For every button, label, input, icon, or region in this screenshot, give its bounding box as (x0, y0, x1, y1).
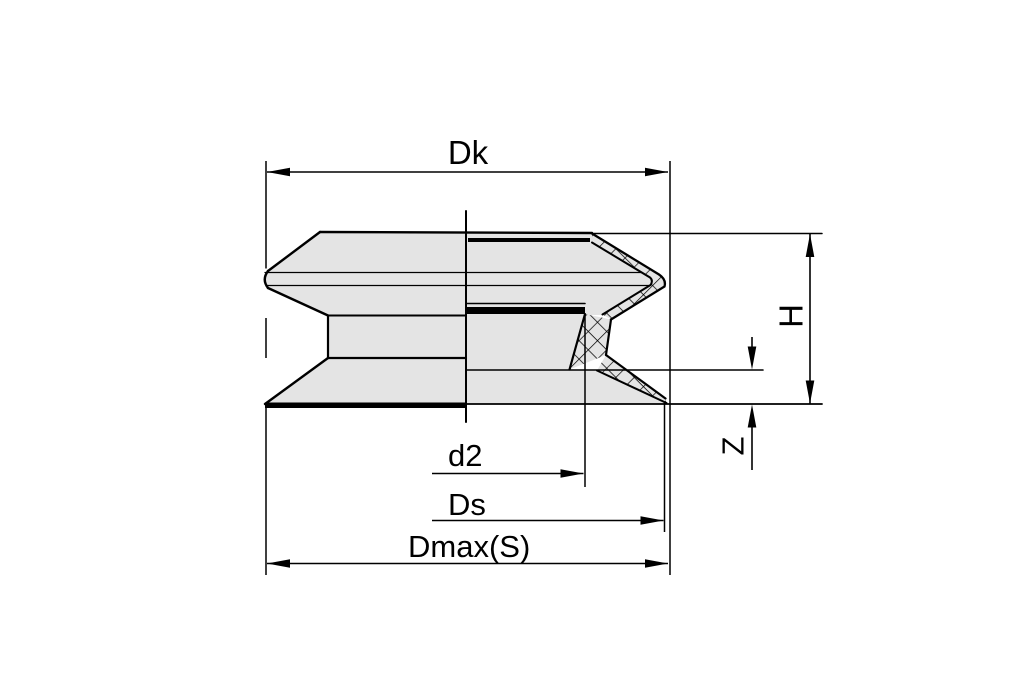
thick-bars-group (265, 238, 590, 408)
dimension-ds (432, 516, 664, 525)
label-dmax: Dmax(S) (408, 529, 530, 564)
dimension-dk (267, 167, 668, 177)
lip-hatch (597, 355, 667, 403)
part-outline-group (263, 210, 823, 423)
ds-arrow-right (640, 516, 664, 525)
rim-inner-boundary (591, 241, 653, 316)
waist-hatch (569, 314, 611, 370)
label-ds: Ds (448, 487, 486, 522)
dimensions-group (265, 161, 815, 575)
z-arrow-up (747, 404, 757, 428)
h-arrow-top (805, 234, 815, 257)
dk-arrow-right (645, 167, 668, 177)
lip-left-slant (263, 356, 330, 406)
waist-outer-wall (604, 318, 613, 357)
label-z: Z (716, 437, 751, 456)
dimension-labels-group: Dk H Z d2 Ds Dmax(S) (408, 134, 810, 564)
label-dk: Dk (448, 134, 489, 171)
dimension-dmax (267, 559, 668, 568)
lip-lower-boundary (596, 369, 668, 404)
dimension-d2 (432, 469, 584, 478)
dimension-h (805, 234, 815, 404)
label-h: H (773, 304, 810, 328)
cross-hatch-group (569, 233, 667, 403)
bottom-thick-edge (265, 402, 466, 408)
z-arrow-down (747, 346, 757, 370)
d2-arrow-right (560, 469, 584, 478)
h-arrow-bottom (805, 380, 815, 404)
top-edge (318, 230, 594, 235)
dmax-arrow-right (645, 559, 668, 568)
rim-outer-boundary (590, 232, 667, 321)
rim-hatch (592, 233, 665, 320)
part-left-half-body (264, 232, 466, 407)
left-lower-slant (266, 286, 330, 317)
part-right-upper-body (466, 233, 652, 315)
lip-upper-boundary (604, 353, 667, 400)
part-right-mid-body (466, 315, 585, 370)
dimension-z (747, 337, 757, 470)
left-upper-slant (266, 230, 322, 273)
top-inner-thick-bar (468, 238, 590, 242)
d2-thick-bar (466, 307, 585, 314)
label-d2: d2 (448, 438, 482, 473)
dk-arrow-left (267, 167, 290, 177)
dmax-arrow-left (267, 559, 290, 568)
waist-inner-wall (568, 312, 587, 371)
